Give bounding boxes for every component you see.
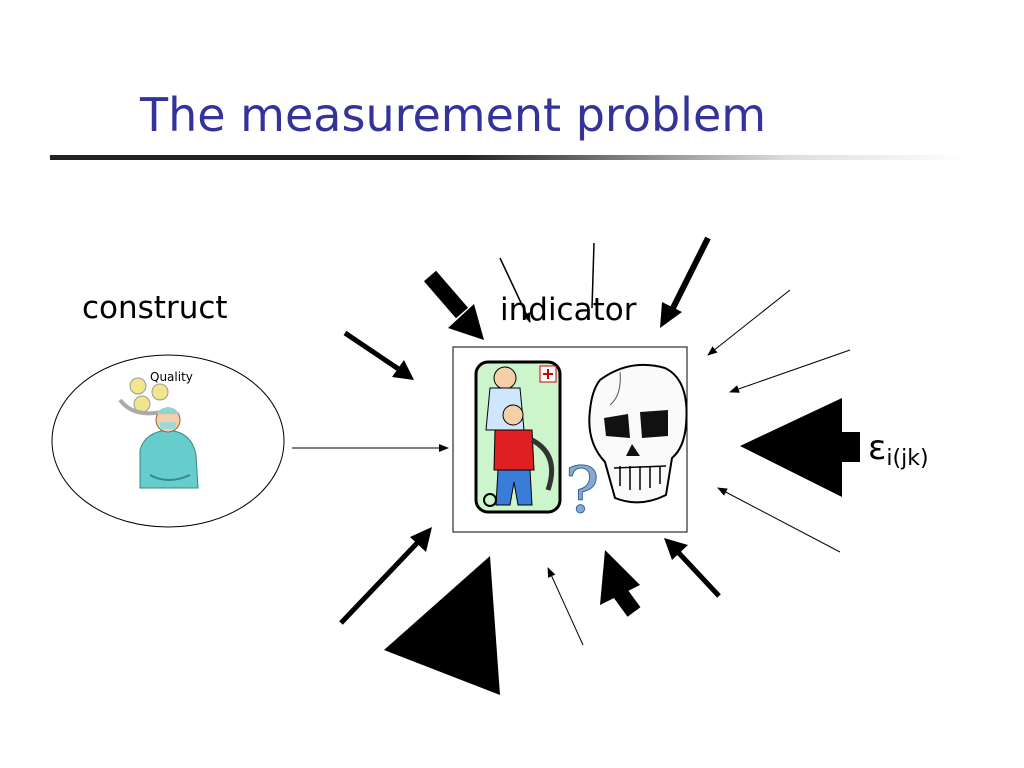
error-term-label: εi(jk) (868, 428, 929, 472)
error-arrow-large-triangle (384, 556, 500, 695)
error-arrow-thin-1 (499, 257, 531, 323)
slide-title: The measurement problem (140, 88, 767, 142)
surgeon-clipart-icon (118, 377, 199, 489)
error-arrows (339, 236, 860, 695)
construct-label: construct (82, 290, 228, 326)
quality-label: Quality (150, 370, 193, 384)
error-subscript: i(jk) (886, 446, 929, 471)
error-arrow-large-right (740, 398, 842, 497)
error-arrow-thin-6 (547, 567, 584, 646)
error-arrow-thick-1 (423, 270, 469, 319)
error-arrow-medium-2 (339, 538, 422, 625)
error-arrow-thin-3 (707, 289, 791, 356)
patient-clipart-icon (474, 360, 562, 514)
indicator-label: indicator (500, 292, 637, 328)
error-arrow-thin-5 (717, 487, 841, 553)
question-mark-icon: ? (565, 454, 599, 528)
error-arrow-medium-4 (674, 548, 721, 598)
title-underline (50, 155, 970, 160)
error-arrow-medium-1 (343, 330, 402, 373)
error-arrow-thin-4 (729, 349, 851, 393)
error-arrow-medium-3 (669, 236, 711, 312)
error-symbol: ε (868, 428, 887, 468)
error-arrow-thin-2 (591, 242, 595, 309)
skull-clipart-icon (588, 363, 688, 504)
